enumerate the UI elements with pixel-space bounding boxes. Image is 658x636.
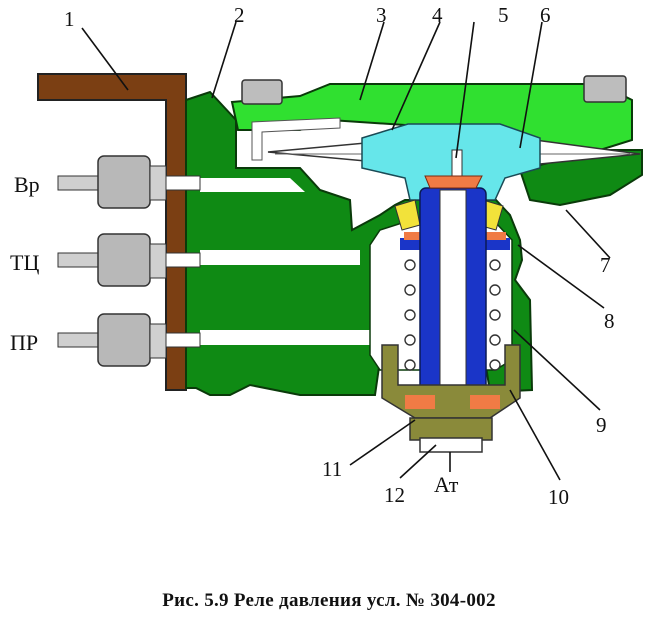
pipe-fittings	[57, 155, 201, 367]
cover	[230, 75, 633, 161]
label-11: 11	[322, 457, 342, 481]
valve-stem	[419, 149, 487, 427]
label-9: 9	[596, 413, 607, 437]
label-6: 6	[540, 3, 551, 27]
label-4: 4	[432, 3, 443, 27]
part-labels: 1 2 3 4 5 6 7 8 9 10 11 12	[64, 3, 615, 509]
figure-caption: Рис. 5.9 Реле давления усл. № 304-002	[162, 590, 496, 611]
label-8: 8	[604, 309, 615, 333]
spring	[404, 259, 501, 371]
port-labels: Вр ТЦ ПР Ат	[10, 172, 459, 497]
label-3: 3	[376, 3, 387, 27]
lower-cap	[381, 344, 521, 419]
pressure-relay-diagram: 1 2 3 4 5 6 7 8 9 10 11 12 Вр ТЦ ПР Ат	[10, 3, 643, 509]
label-12: 12	[384, 483, 405, 507]
fitting-vr	[57, 155, 201, 209]
fitting-pr	[57, 313, 201, 367]
mounting-bracket	[37, 73, 187, 391]
label-10: 10	[548, 485, 569, 509]
bolt-right	[583, 75, 627, 103]
port-at-label: Ат	[434, 472, 459, 497]
diaphragm-cup	[361, 123, 541, 201]
exhaust-nut	[409, 417, 493, 453]
fitting-tc	[57, 233, 201, 287]
port-pr-label: ПР	[10, 330, 38, 355]
leader-lines	[81, 21, 611, 481]
label-1: 1	[64, 7, 75, 31]
label-7: 7	[600, 253, 611, 277]
port-vr-label: Вр	[14, 172, 40, 197]
bolt-left	[241, 79, 283, 105]
label-5: 5	[498, 3, 509, 27]
port-tc-label: ТЦ	[10, 250, 39, 275]
label-2: 2	[234, 3, 245, 27]
